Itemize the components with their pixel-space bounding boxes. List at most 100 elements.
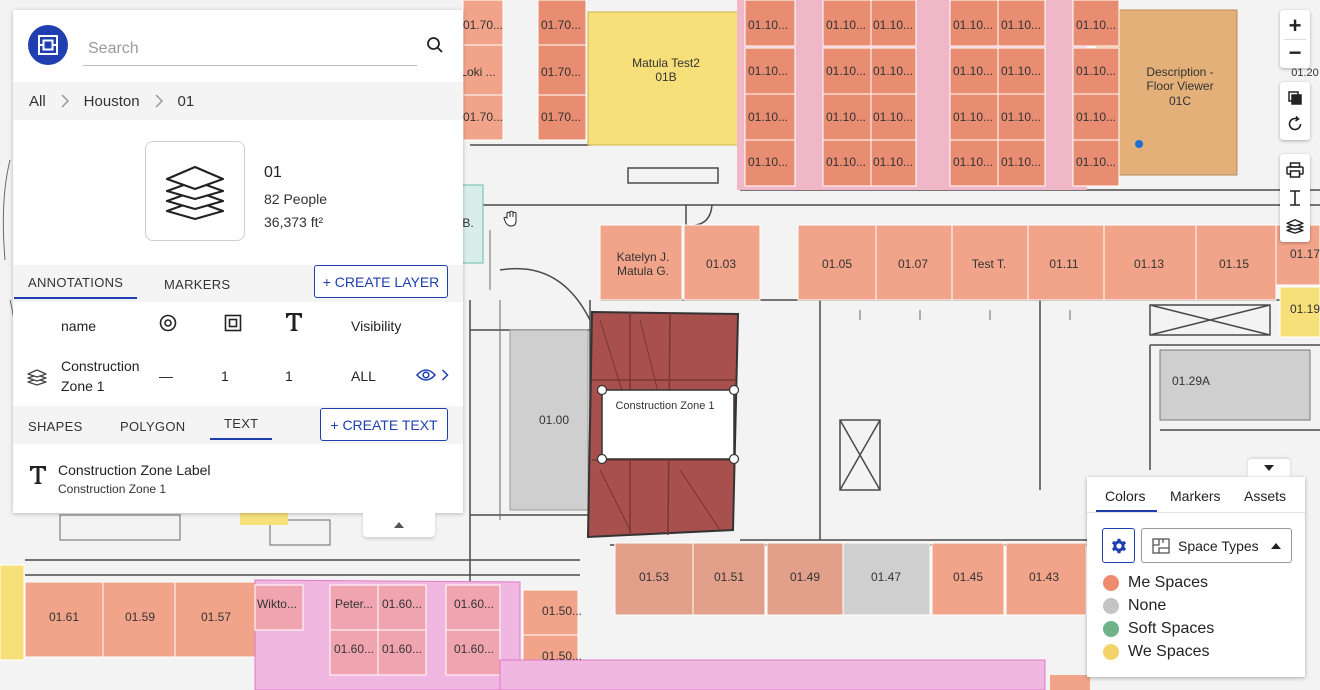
- cubicle[interactable]: [744, 47, 796, 95]
- svg-text:01.07: 01.07: [898, 257, 928, 271]
- breadcrumb-houston[interactable]: Houston: [83, 92, 140, 110]
- column-visibility: Visibility: [351, 318, 402, 334]
- svg-text:01.10...: 01.10...: [826, 64, 866, 78]
- cubicle[interactable]: [949, 93, 999, 141]
- room-0170a: [462, 0, 504, 46]
- room-0111: [1027, 224, 1105, 301]
- zoom-in-button[interactable]: +: [1288, 12, 1302, 38]
- breadcrumb: All Houston 01: [13, 82, 463, 120]
- room-0105: [797, 224, 877, 301]
- svg-text:01.03: 01.03: [706, 257, 736, 271]
- breadcrumb-all[interactable]: All: [29, 92, 46, 110]
- svg-text:01.10...: 01.10...: [1076, 110, 1116, 124]
- legend-toggle-button[interactable]: [1248, 459, 1290, 477]
- cubicle[interactable]: [1072, 93, 1120, 141]
- room-0119: [1279, 286, 1320, 338]
- room-0159: [102, 581, 176, 658]
- cubicle[interactable]: [870, 0, 917, 47]
- legend-item-soft-spaces: Soft Spaces: [1103, 620, 1214, 638]
- legend-tab-assets[interactable]: Assets: [1244, 488, 1287, 504]
- cubicle[interactable]: [997, 0, 1046, 47]
- cubicle[interactable]: [997, 47, 1046, 95]
- zoom-out-button[interactable]: −: [1288, 39, 1302, 65]
- eye-icon[interactable]: [416, 368, 436, 382]
- cubicle[interactable]: [744, 0, 796, 47]
- svg-text:01.10...: 01.10...: [1076, 155, 1116, 169]
- cubicle[interactable]: [822, 139, 872, 187]
- layer-name-line1: Construction: [61, 358, 140, 374]
- svg-text:01.47: 01.47: [871, 570, 901, 584]
- tab-annotations[interactable]: ANNOTATIONS: [13, 275, 138, 299]
- svg-text:01.10...: 01.10...: [873, 18, 913, 32]
- legend-tab-colors[interactable]: Colors: [1105, 488, 1146, 504]
- svg-text:01.70...: 01.70...: [541, 18, 581, 32]
- text-annotation-item[interactable]: Construction Zone Label Construction Zon…: [13, 452, 463, 504]
- room-labels: 01.70... Loki ... 01.70... 01.70... 01.7…: [49, 18, 1320, 663]
- cubicle[interactable]: [997, 93, 1046, 141]
- divider: [1087, 512, 1305, 513]
- cubicle[interactable]: [744, 93, 796, 141]
- layers-icon[interactable]: [1286, 218, 1304, 234]
- 3d-view-icon[interactable]: [1287, 90, 1303, 106]
- tab-shapes[interactable]: SHAPES: [28, 419, 83, 434]
- svg-text:01.15: 01.15: [1219, 257, 1249, 271]
- cubicle[interactable]: [1072, 139, 1120, 187]
- svg-text:01.70...: 01.70...: [541, 110, 581, 124]
- rooms-middle: [454, 184, 1320, 511]
- svg-text:01.70...: 01.70...: [541, 65, 581, 79]
- breadcrumb-floor[interactable]: 01: [177, 92, 195, 110]
- hand-cursor-icon: [503, 210, 517, 227]
- create-text-button[interactable]: + CREATE TEXT: [320, 408, 448, 441]
- tab-markers[interactable]: MARKERS: [164, 277, 231, 292]
- color-swatch: [1103, 644, 1119, 660]
- caret-up-icon: [394, 522, 404, 528]
- svg-text:01.19: 01.19: [1290, 302, 1320, 316]
- layer-visibility: ALL: [351, 368, 376, 384]
- app-logo-icon[interactable]: [28, 25, 68, 65]
- measure-icon[interactable]: [1288, 190, 1302, 206]
- legend-settings-button[interactable]: [1102, 528, 1135, 563]
- space-types-dropdown[interactable]: Space Types: [1141, 528, 1292, 563]
- layer-marker-count: —: [159, 368, 173, 384]
- svg-text:Test T.: Test T.: [972, 257, 1006, 271]
- search-icon[interactable]: [426, 36, 444, 54]
- svg-text:01.49: 01.49: [790, 570, 820, 584]
- polygon-icon: [224, 314, 242, 332]
- cubicle[interactable]: [997, 139, 1046, 187]
- cubicle[interactable]: [949, 0, 999, 47]
- room-loki: [462, 44, 504, 96]
- floor-people-count: 82 People: [264, 191, 328, 207]
- cubicle[interactable]: [822, 47, 872, 95]
- cubicle[interactable]: [1072, 0, 1120, 47]
- room-0107: [875, 224, 953, 301]
- layer-row-construction-zone[interactable]: Construction Zone 1 — 1 1 ALL: [13, 350, 463, 406]
- cubicle[interactable]: [1072, 47, 1120, 95]
- rotate-icon[interactable]: [1287, 116, 1303, 132]
- cubicle[interactable]: [744, 139, 796, 187]
- svg-text:B.: B.: [462, 216, 473, 230]
- search-input[interactable]: [83, 32, 417, 66]
- tab-polygon[interactable]: POLYGON: [120, 419, 186, 434]
- cubicle[interactable]: [949, 139, 999, 187]
- svg-text:Description -: Description -: [1146, 65, 1213, 79]
- cubicle[interactable]: [822, 93, 872, 141]
- svg-text:01.60...: 01.60...: [382, 642, 422, 656]
- svg-text:01.10...: 01.10...: [953, 110, 993, 124]
- chevron-right-icon[interactable]: [441, 369, 449, 381]
- collapse-panel-button[interactable]: [363, 513, 435, 537]
- target-icon: [159, 314, 177, 332]
- room-0113: [1103, 224, 1197, 301]
- tab-text[interactable]: TEXT: [209, 416, 274, 440]
- room-0170c: [537, 0, 587, 46]
- create-layer-button[interactable]: + CREATE LAYER: [314, 265, 448, 298]
- floor-name: 01: [264, 164, 282, 181]
- column-name: name: [61, 318, 97, 334]
- legend-tab-markers[interactable]: Markers: [1170, 488, 1221, 504]
- print-icon[interactable]: [1286, 162, 1304, 178]
- cubicle[interactable]: [870, 139, 917, 187]
- floor-panel: All Houston 01 01 82 People 36,373 ft² A…: [13, 10, 463, 513]
- svg-text:01.10...: 01.10...: [826, 155, 866, 169]
- room-0147: [842, 542, 931, 616]
- room-wikto: [254, 584, 304, 631]
